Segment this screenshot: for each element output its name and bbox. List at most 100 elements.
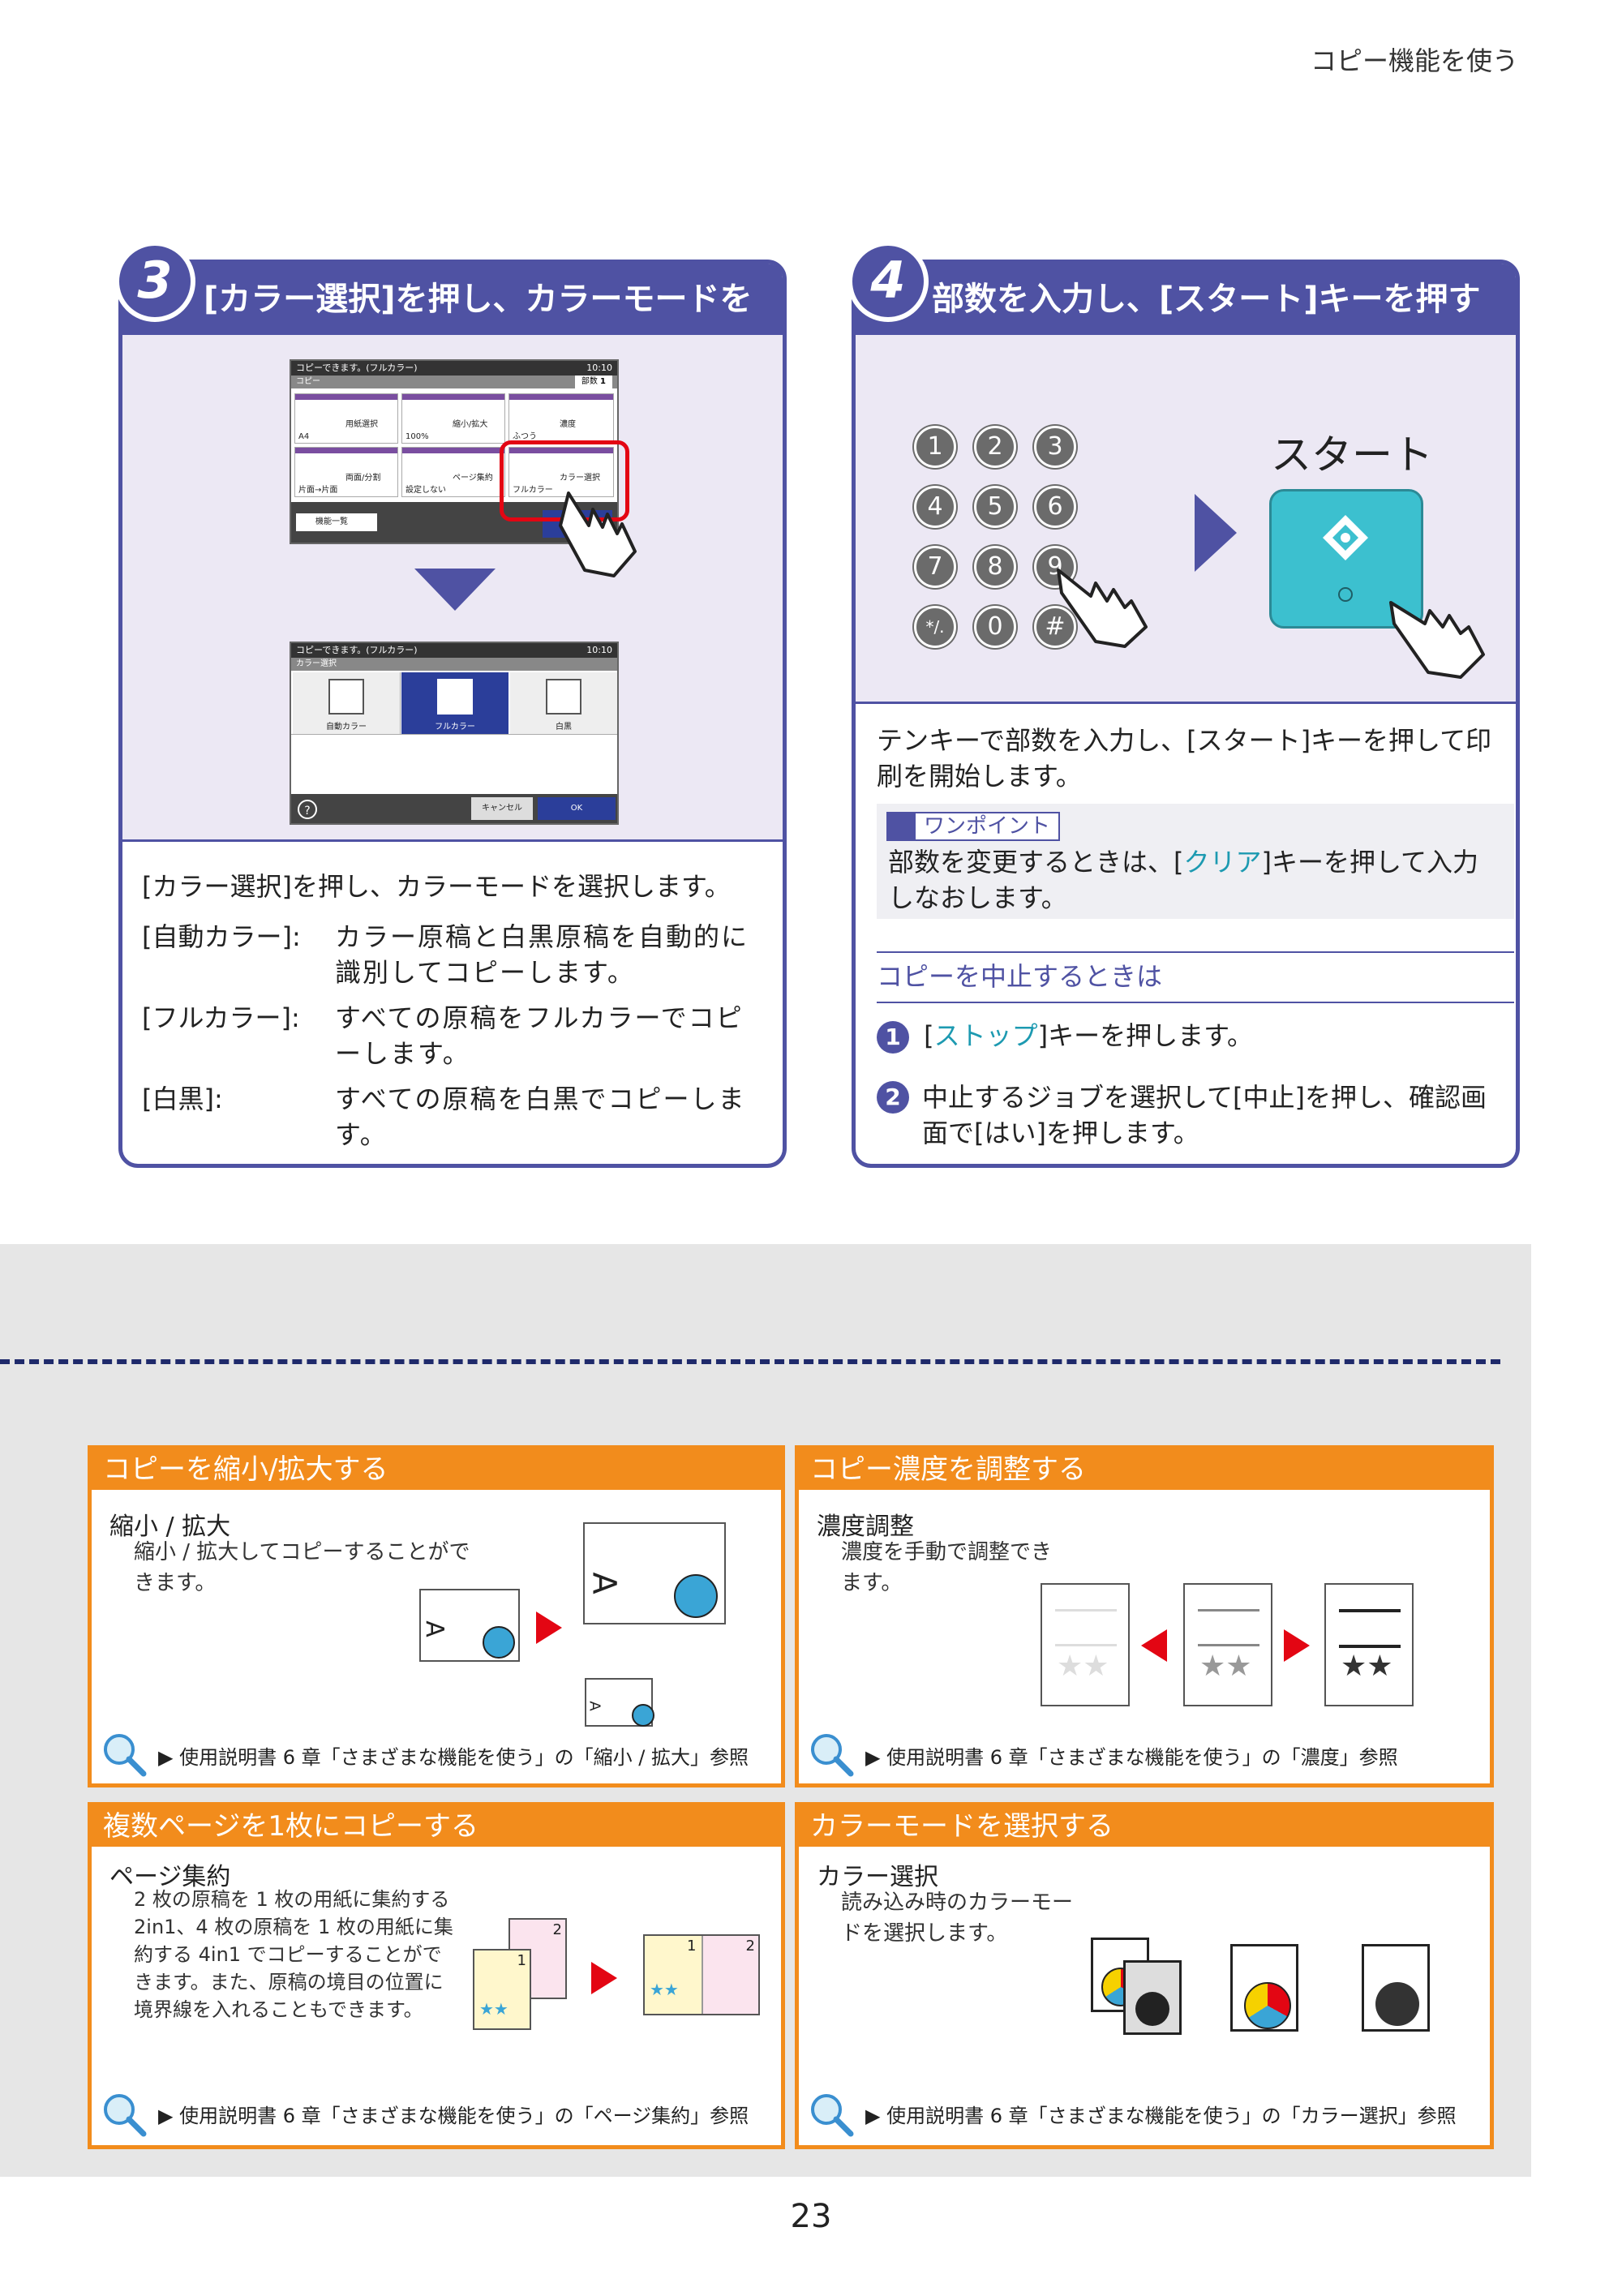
tile-combine[interactable]: ページ集約設定しない [401, 447, 505, 497]
arrow-right-icon [1284, 1629, 1310, 1662]
tile-color-select[interactable]: カラー選択フルカラー [508, 447, 614, 497]
stop-step: 1 [ストップ]キーを押します。 [877, 1018, 1514, 1054]
tile-sub: 片面→片面 [298, 486, 338, 495]
section-header: コピー機能を使う [1310, 45, 1518, 76]
def-term-full: [フルカラー]: [142, 1002, 300, 1033]
key-5[interactable]: 5 [974, 486, 1016, 528]
key-1[interactable]: 1 [914, 426, 956, 468]
key-0[interactable]: 0 [974, 606, 1016, 648]
magnifier-icon [811, 1734, 854, 1777]
card-subtitle: ページ集約 [109, 1863, 231, 1891]
page-number: 23 [790, 2198, 832, 2235]
start-button[interactable] [1269, 489, 1423, 629]
tile-sub: A4 [298, 432, 310, 441]
option-full-color[interactable]: フルカラー [401, 672, 508, 734]
document-dark-icon: ★★ [1324, 1583, 1414, 1706]
onepoint-text: 部数を変更するときは、[クリア]キーを押して入力しなおします。 [888, 844, 1504, 916]
manual-reference: ▶ 使用説明書 6 章「さまざまな機能を使う」の「濃度」参照 [865, 1746, 1398, 1769]
doc-letter: A [419, 1620, 448, 1637]
card-zoom: コピーを縮小/拡大する 縮小 / 拡大 縮小 / 拡大してコピーすることができま… [88, 1445, 785, 1787]
ok-button[interactable]: OK [538, 797, 616, 820]
card-subtitle: 縮小 / 拡大 [109, 1513, 231, 1541]
document-small-icon: A [419, 1589, 520, 1662]
step3-number: 3 [114, 241, 195, 322]
def-term-auto: [自動カラー]: [142, 921, 301, 952]
dashed-divider [0, 1359, 1500, 1364]
card-header: コピー濃度を調整する [799, 1449, 1490, 1490]
monochrome-icon [1362, 1944, 1430, 2032]
step3-intro: [カラー選択]を押し、カラーモードを選択します。 [142, 871, 731, 902]
page-number-mark: 1 [517, 1952, 526, 1969]
arrow-left-icon [1141, 1629, 1167, 1662]
help-icon[interactable]: ? [298, 800, 317, 819]
card-subtitle: カラー選択 [817, 1863, 938, 1891]
key-star[interactable]: */. [914, 606, 956, 648]
option-monochrome[interactable]: 白黒 [510, 672, 617, 734]
screen-mode: カラー選択 [296, 659, 337, 668]
function-menu-button[interactable]: 機能一覧 [296, 513, 377, 531]
magnifier-icon [888, 813, 916, 839]
doc-letter: A [585, 1572, 623, 1594]
card-color-mode: カラーモードを選択する カラー選択 読み込み時のカラーモードを選択します。 ▶ … [795, 1802, 1494, 2149]
tile-label: カラー選択 [560, 474, 600, 483]
page-number-mark: 1 [687, 1938, 697, 1955]
option-label: フルカラー [435, 723, 475, 732]
document-page1-icon: 1 ★★ [473, 1949, 531, 2030]
abort-text: 中止するジョブを選択して[中止]を押し、確認画面で[はい]を押します。 [922, 1082, 1487, 1148]
option-label: 白黒 [556, 723, 572, 732]
doc-letter: A [586, 1701, 603, 1711]
clear-key-link: クリア [1183, 847, 1262, 878]
card-header: 複数ページを1枚にコピーする [92, 1806, 781, 1847]
tile-sub: ふつう [513, 432, 537, 441]
document-light-icon: ★★ [1041, 1583, 1130, 1706]
color-select-screen: コピーできます。(フルカラー) 10:10 カラー選択 自動カラー フルカラー 白… [290, 642, 619, 825]
stop-key-link: ストップ [933, 1020, 1038, 1051]
page-number-mark: 2 [552, 1921, 562, 1938]
key-6[interactable]: 6 [1034, 486, 1076, 528]
tile-label: 濃度 [560, 420, 576, 429]
document-large-icon: A [583, 1522, 726, 1624]
manual-reference: ▶ 使用説明書 6 章「さまざまな機能を使う」の「カラー選択」参照 [865, 2105, 1457, 2127]
magnifier-icon [104, 2094, 147, 2137]
copies-label: 部数 [581, 377, 598, 386]
cancel-heading: コピーを中止するときは [877, 951, 1514, 1003]
tile-label: 縮小/拡大 [453, 420, 488, 429]
magnifier-icon [104, 1734, 147, 1777]
full-color-icon [1230, 1944, 1298, 2032]
tile-sub: フルカラー [513, 486, 553, 495]
def-desc-mono: すべての原稿を白黒でコピーします。 [335, 1084, 746, 1150]
stop-post: ]キーを押します。 [1037, 1020, 1253, 1051]
step4-illustration: 1 2 3 4 5 6 7 8 9 */. 0 # スタート [856, 335, 1516, 704]
step3-panel: [カラー選択]を押し、カラーモードを選択する 3 コピーできます。(フルカラー)… [114, 241, 787, 1168]
card-description: 濃度を手動で調整できます。 [841, 1540, 1053, 1595]
tile-sub: 設定しない [406, 486, 446, 495]
manual-reference: ▶ 使用説明書 6 章「さまざまな機能を使う」の「縮小 / 拡大」参照 [158, 1746, 749, 1769]
cancel-button[interactable]: キャンセル [471, 797, 533, 820]
card-description: 縮小 / 拡大してコピーすることができます。 [134, 1540, 470, 1595]
key-7[interactable]: 7 [914, 546, 956, 588]
key-3[interactable]: 3 [1034, 426, 1076, 468]
tile-density[interactable]: 濃度ふつう [508, 393, 614, 444]
tile-duplex[interactable]: 両面/分割片面→片面 [294, 447, 398, 497]
start-diamond-icon [1323, 515, 1368, 560]
down-arrow-icon [414, 569, 496, 611]
onepoint-badge: ワンポイント [886, 812, 1061, 841]
card-description: 読み込み時のカラーモードを選択します。 [841, 1890, 1074, 1946]
key-4[interactable]: 4 [914, 486, 956, 528]
screen-time: 10:10 [586, 645, 612, 655]
key-8[interactable]: 8 [974, 546, 1016, 588]
hand-pointer-icon [1389, 601, 1485, 679]
key-2[interactable]: 2 [974, 426, 1016, 468]
option-auto-color[interactable]: 自動カラー [293, 672, 401, 734]
page-number-mark: 2 [745, 1938, 755, 1955]
card-page-combine: 複数ページを1枚にコピーする ページ集約 2 枚の原稿を 1 枚の用紙に集約する… [88, 1802, 785, 2149]
step-number-badge: 2 [877, 1081, 909, 1114]
document-2in1-icon: 1 2 ★★ [643, 1934, 760, 2015]
step4-number: 4 [847, 241, 929, 322]
manual-reference: ▶ 使用説明書 6 章「さまざまな機能を使う」の「ページ集約」参照 [158, 2105, 749, 2127]
card-header: カラーモードを選択する [799, 1806, 1490, 1847]
key-hash[interactable]: # [1034, 606, 1076, 648]
screen-status: コピーできます。(フルカラー) [296, 645, 418, 655]
